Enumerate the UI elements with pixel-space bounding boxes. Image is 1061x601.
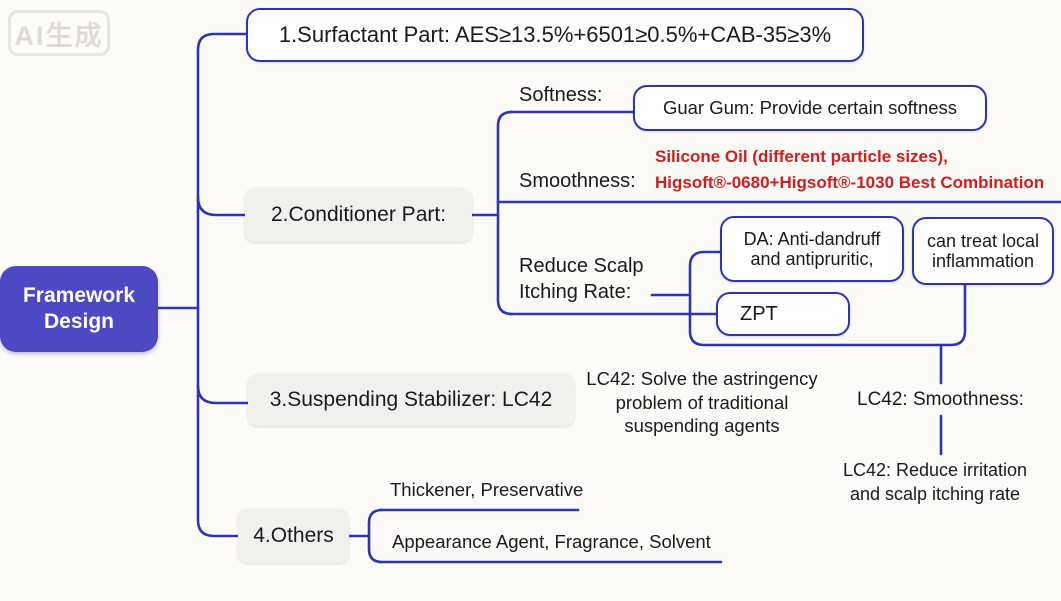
- inflammation-label-line1: can treat local: [926, 230, 1040, 251]
- root-label-line2: Design: [43, 310, 114, 333]
- conditioner-label: 2.Conditioner Part:: [270, 203, 447, 227]
- others-item1-label: Thickener, Preservative: [390, 479, 584, 500]
- silicone-oil-note: Silicone Oil (different particle sizes),…: [655, 144, 1044, 196]
- guar-gum-label: Guar Gum: Provide certain softness: [662, 96, 958, 118]
- da-label-line1: DA: Anti-dandruff: [743, 228, 881, 249]
- reduce-scalp-itching-label: Reduce Scalp Itching Rate:: [519, 253, 644, 305]
- conditioner-bracket: [496, 110, 514, 316]
- node-surfactant-part: 1.Surfactant Part: AES≥13.5%+6501≥0.5%+C…: [246, 8, 864, 62]
- node-guar-gum: Guar Gum: Provide certain softness: [633, 85, 987, 131]
- branch-stabilizer-elbow: [196, 384, 250, 405]
- inflammation-label: can treat local inflammation: [927, 231, 1039, 271]
- others-label: 4.Others: [253, 524, 334, 548]
- surfactant-label: 1.Surfactant Part: AES≥13.5%+6501≥0.5%+C…: [278, 21, 832, 47]
- silicone-oil-note-line1: Silicone Oil (different particle sizes),: [655, 147, 948, 166]
- others-bracket: [367, 508, 384, 564]
- lc42-reduce-line1: LC42: Reduce irritation: [842, 460, 1028, 480]
- silicone-oil-note-line2: Higsoft®-0680+Higsoft®-1030 Best Combina…: [655, 173, 1045, 192]
- node-conditioner-part: 2.Conditioner Part:: [245, 188, 472, 242]
- lc42-solve-line1: LC42: Solve the astringency: [586, 368, 818, 389]
- inflammation-label-line2: inflammation: [931, 251, 1035, 271]
- node-others: 4.Others: [238, 509, 349, 563]
- others-item2-label: Appearance Agent, Fragrance, Solvent: [392, 531, 711, 552]
- stabilizer-label: 3.Suspending Stabilizer: LC42: [269, 388, 553, 412]
- root-node-framework-design: Framework Design: [0, 266, 158, 352]
- da-label-line2: and antipruritic,: [750, 249, 874, 269]
- lc42-solve-line2: problem of traditional: [615, 391, 789, 413]
- node-zpt: ZPT: [716, 292, 850, 336]
- itching-sub-bracket: [688, 250, 967, 347]
- ai-generated-watermark: AI生成: [8, 10, 110, 56]
- smoothness-label: Smoothness:: [519, 170, 636, 192]
- lc42-solve-note: LC42: Solve the astringency problem of t…: [577, 367, 827, 438]
- reduce-scalp-label-line1: Reduce Scalp: [519, 255, 644, 277]
- zpt-label: ZPT: [740, 303, 778, 325]
- node-da-antidandruff: DA: Anti-dandruff and antipruritic,: [720, 216, 904, 282]
- softness-label: Softness:: [519, 84, 603, 106]
- reduce-scalp-label-line2: Itching Rate:: [519, 281, 632, 303]
- trunk-line: [196, 32, 248, 538]
- da-label: DA: Anti-dandruff and antipruritic,: [744, 229, 881, 269]
- lc42-smoothness-label: LC42: Smoothness:: [857, 389, 1024, 410]
- node-suspending-stabilizer: 3.Suspending Stabilizer: LC42: [248, 374, 574, 426]
- lc42-reduce-note: LC42: Reduce irritation and scalp itchin…: [823, 458, 1047, 506]
- lc42-reduce-line2: and scalp itching rate: [849, 484, 1021, 504]
- watermark-label: AI生成: [14, 20, 104, 51]
- branch-conditioner-elbow: [196, 195, 247, 217]
- root-label-line1: Framework: [22, 283, 136, 307]
- node-inflammation: can treat local inflammation: [912, 217, 1054, 285]
- lc42-solve-line3: suspending agents: [624, 415, 780, 436]
